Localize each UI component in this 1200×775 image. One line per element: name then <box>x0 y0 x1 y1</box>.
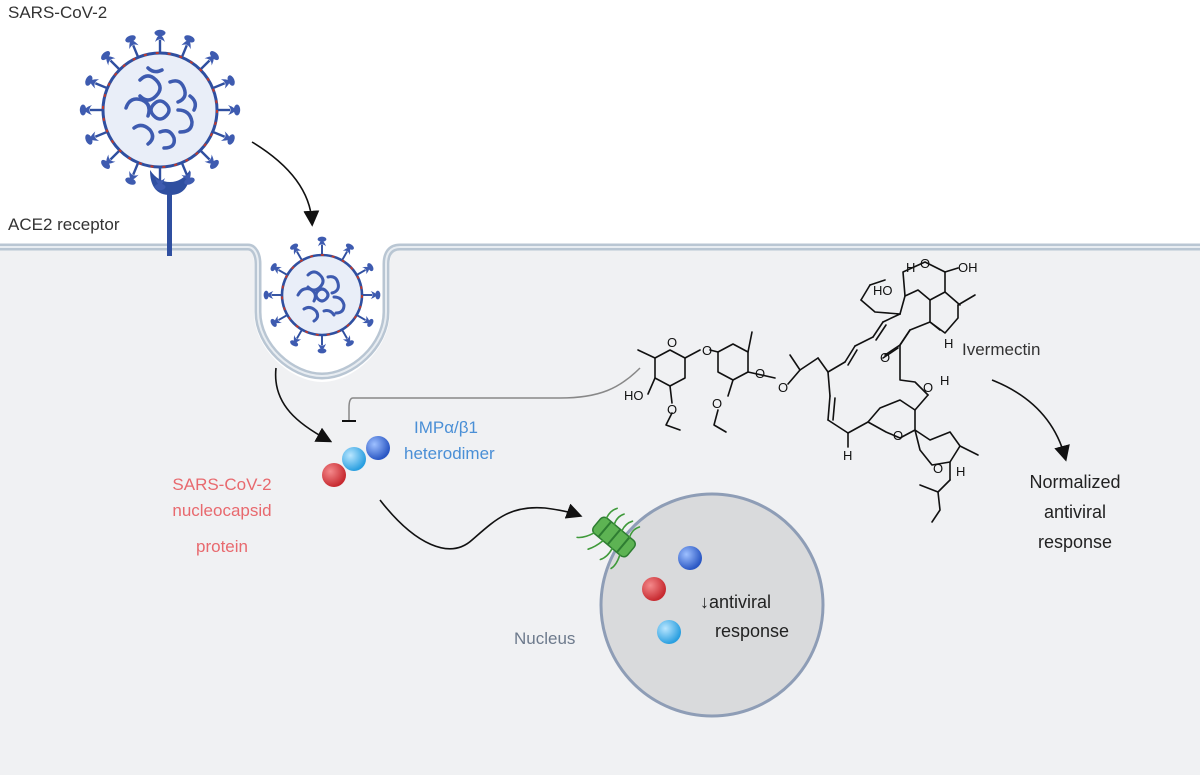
import-arrow <box>379 499 583 550</box>
atom-o-furan: O <box>920 256 930 271</box>
atom-h-ring: H <box>944 336 953 351</box>
nuclear-dark-blue-ball <box>678 546 702 570</box>
atom-o-spiro-1: O <box>893 428 903 443</box>
nucleus-label: Nucleus <box>514 629 575 648</box>
atom-o-ring-top: O <box>667 335 677 350</box>
importin-alpha-ball <box>342 447 366 471</box>
atom-ho-left: HO <box>624 388 644 403</box>
nuclear-pore-icon <box>576 507 641 570</box>
outcome-line2: antiviral <box>1044 502 1106 522</box>
nucleocapsid-protein-ball <box>322 463 346 487</box>
nucleus <box>599 492 825 718</box>
atom-o-glyco-2: O <box>778 380 788 395</box>
protein-label-line3: protein <box>196 537 248 556</box>
spike-protein-icon <box>316 235 328 257</box>
cytoplasm <box>0 250 1200 775</box>
atom-o-spiro-2: O <box>933 461 943 476</box>
ace2-receptor-label: ACE2 receptor <box>8 215 120 234</box>
nuclear-effect-line1: ↓antiviral <box>700 592 771 612</box>
atom-h-left-chain: H <box>843 448 852 463</box>
importin-beta-ball <box>366 436 390 460</box>
virus-label: SARS-CoV-2 <box>8 3 107 22</box>
spike-protein-icon <box>316 333 328 355</box>
spike-protein-icon <box>214 103 242 117</box>
nuclear-effect-line2: response <box>715 621 789 641</box>
heterodimer-label: heterodimer <box>404 444 495 463</box>
entry-arrow <box>251 141 320 227</box>
outcome-line1: Normalized <box>1029 472 1120 492</box>
atom-o-ester: O <box>923 380 933 395</box>
protein-label-line1: SARS-CoV-2 <box>172 475 271 494</box>
sars-cov-2-virus-icon <box>78 28 242 192</box>
spike-protein-icon <box>262 289 284 301</box>
nuclear-light-blue-ball <box>657 620 681 644</box>
protein-label-line2: nucleocapsid <box>172 501 271 520</box>
outcome-line3: response <box>1038 532 1112 552</box>
internalization-arrow <box>274 367 333 443</box>
ace2-receptor-icon <box>150 170 190 256</box>
ivermectin-effect-arrow <box>991 379 1070 462</box>
atom-h-lactone: H <box>940 373 949 388</box>
spike-protein-icon <box>78 103 106 117</box>
atom-o-methoxy-1: O <box>667 402 677 417</box>
endocytosed-virus-icon <box>262 235 382 355</box>
importin-label: IMPα/β1 <box>414 418 478 437</box>
ivermectin-atom-labels: HO O O O O O O O O O H OH HO H H O O H H <box>624 256 978 479</box>
atom-ho-inner: HO <box>873 283 893 298</box>
atom-h-spiro: H <box>956 464 965 479</box>
ivermectin-structure <box>637 261 979 523</box>
atom-o-methoxy-2: O <box>712 396 722 411</box>
nuclear-red-ball <box>642 577 666 601</box>
spike-protein-icon <box>360 289 382 301</box>
atom-o-ester-carbonyl: O <box>880 350 890 365</box>
spike-protein-icon <box>153 28 167 56</box>
atom-oh-top: OH <box>958 260 978 275</box>
atom-o-glyco-1: O <box>702 343 712 358</box>
atom-h-top: H <box>906 260 915 275</box>
ivermectin-label: Ivermectin <box>962 340 1040 359</box>
atom-o-ring-mid: O <box>755 366 765 381</box>
ivermectin-inhibition-line <box>348 367 641 420</box>
